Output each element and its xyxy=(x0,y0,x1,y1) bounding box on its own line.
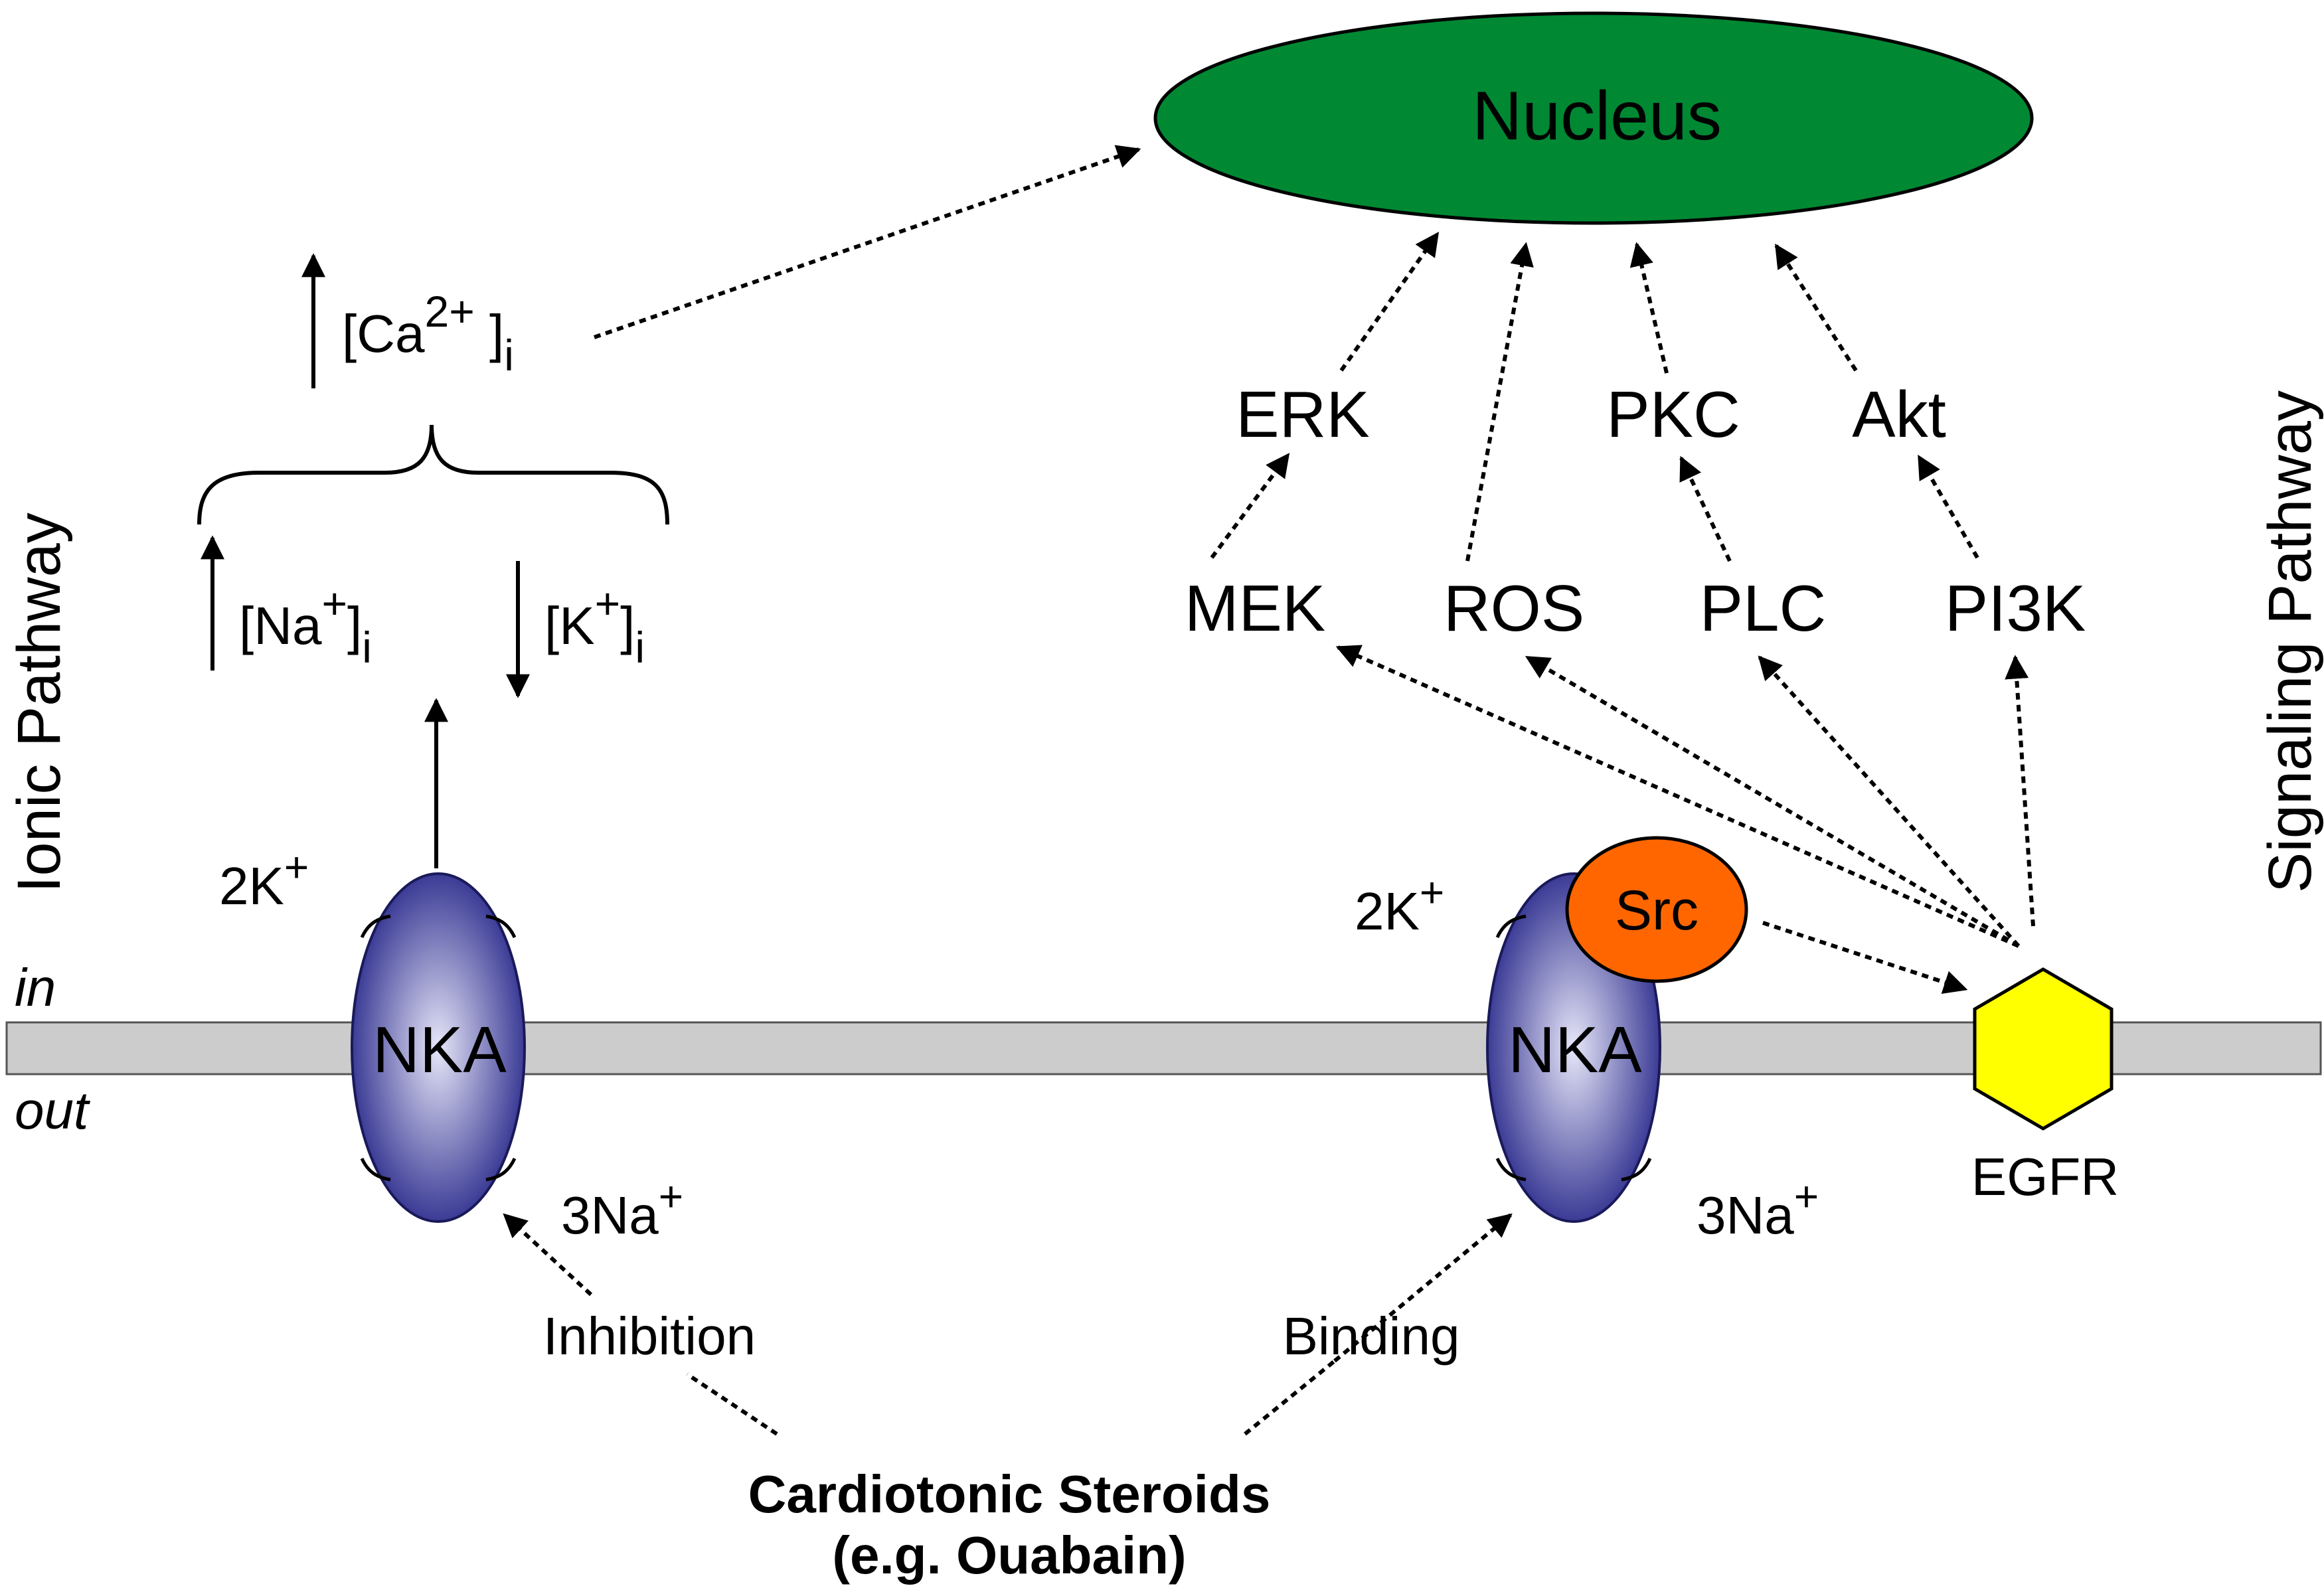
nka-ionic-tick-br xyxy=(485,1157,517,1182)
mek-to-erk-arrow xyxy=(1210,453,1290,559)
pkc-label: PKC xyxy=(1606,378,1740,451)
ionic-pathway-label: Ionic Pathway xyxy=(5,513,73,893)
membrane-outside-label: out xyxy=(15,1081,90,1140)
nka-pump-ionic xyxy=(351,872,526,1223)
ros-to-nucleus-arrow xyxy=(1465,242,1534,562)
src-kinase xyxy=(1565,836,1748,983)
pkc-to-nucleus-arrow xyxy=(1629,242,1669,374)
egfr-to-plc-arrow xyxy=(1758,655,2021,948)
nka-ionic-tick-bl xyxy=(360,1157,391,1182)
nka-ionic-tick-tr xyxy=(485,914,517,939)
sodium-label: [Na+]i xyxy=(239,579,372,672)
nka-signaling-tick-tl xyxy=(1495,914,1527,939)
egfr-label: EGFR xyxy=(1971,1147,2119,1206)
pi3k-label: PI3K xyxy=(1945,572,2086,645)
nka-signaling-tick-br xyxy=(1621,1157,1652,1182)
calcium-label: [Ca2+ ]i xyxy=(342,287,514,380)
egfr-receptor xyxy=(1973,967,2114,1131)
ionic-k-label: 2K+ xyxy=(219,843,309,915)
curly-brace xyxy=(197,424,669,525)
nucleus xyxy=(1153,11,2034,225)
nka-ionic-tick-tl xyxy=(360,914,391,939)
signaling-k-label: 2K+ xyxy=(1355,868,1444,941)
inhibition-arrow-lower xyxy=(686,1372,778,1436)
nka-ionic-label: NKA xyxy=(373,1013,507,1086)
binding-arrow-lower xyxy=(1244,1359,1336,1436)
erk-to-nucleus-arrow xyxy=(1339,232,1440,372)
egfr-to-mek-arrow xyxy=(1335,645,2020,948)
binding-label: Binding xyxy=(1283,1307,1460,1366)
ros-label: ROS xyxy=(1444,572,1584,645)
plc-label: PLC xyxy=(1700,572,1827,645)
binding-arrow-upper xyxy=(1333,1213,1513,1363)
ionic-na-label: 3Na+ xyxy=(561,1172,683,1245)
pi3k-to-akt-arrow xyxy=(1917,454,1979,559)
akt-to-nucleus-arrow xyxy=(1774,243,1858,372)
erk-label: ERK xyxy=(1236,378,1370,451)
signaling-na-label: 3Na+ xyxy=(1697,1172,1819,1245)
src-label: Src xyxy=(1615,879,1699,941)
membrane-inside-label: in xyxy=(15,958,56,1017)
calcium-to-nucleus-arrow xyxy=(594,145,1141,339)
nucleus-label: Nucleus xyxy=(1472,78,1722,155)
signaling-pathway-label: Signaling Pathway xyxy=(2256,390,2324,893)
inhibition-label: Inhibition xyxy=(543,1307,756,1366)
nka-signaling-label: NKA xyxy=(1508,1013,1642,1086)
potassium-label: [K+]i xyxy=(544,579,645,672)
plc-to-pkc-arrow xyxy=(1679,455,1732,562)
drug-label-line1: Cardiotonic Steroids xyxy=(748,1465,1271,1524)
egfr-to-pi3k-arrow xyxy=(2005,655,2035,927)
drug-label-line2: (e.g. Ouabain) xyxy=(832,1526,1186,1585)
inhibition-arrow-upper xyxy=(503,1213,593,1297)
nka-signaling-tick-bl xyxy=(1495,1157,1527,1182)
mek-label: MEK xyxy=(1185,572,1325,645)
src-to-egfr-arrow xyxy=(1762,921,1968,994)
akt-label: Akt xyxy=(1852,378,1946,451)
